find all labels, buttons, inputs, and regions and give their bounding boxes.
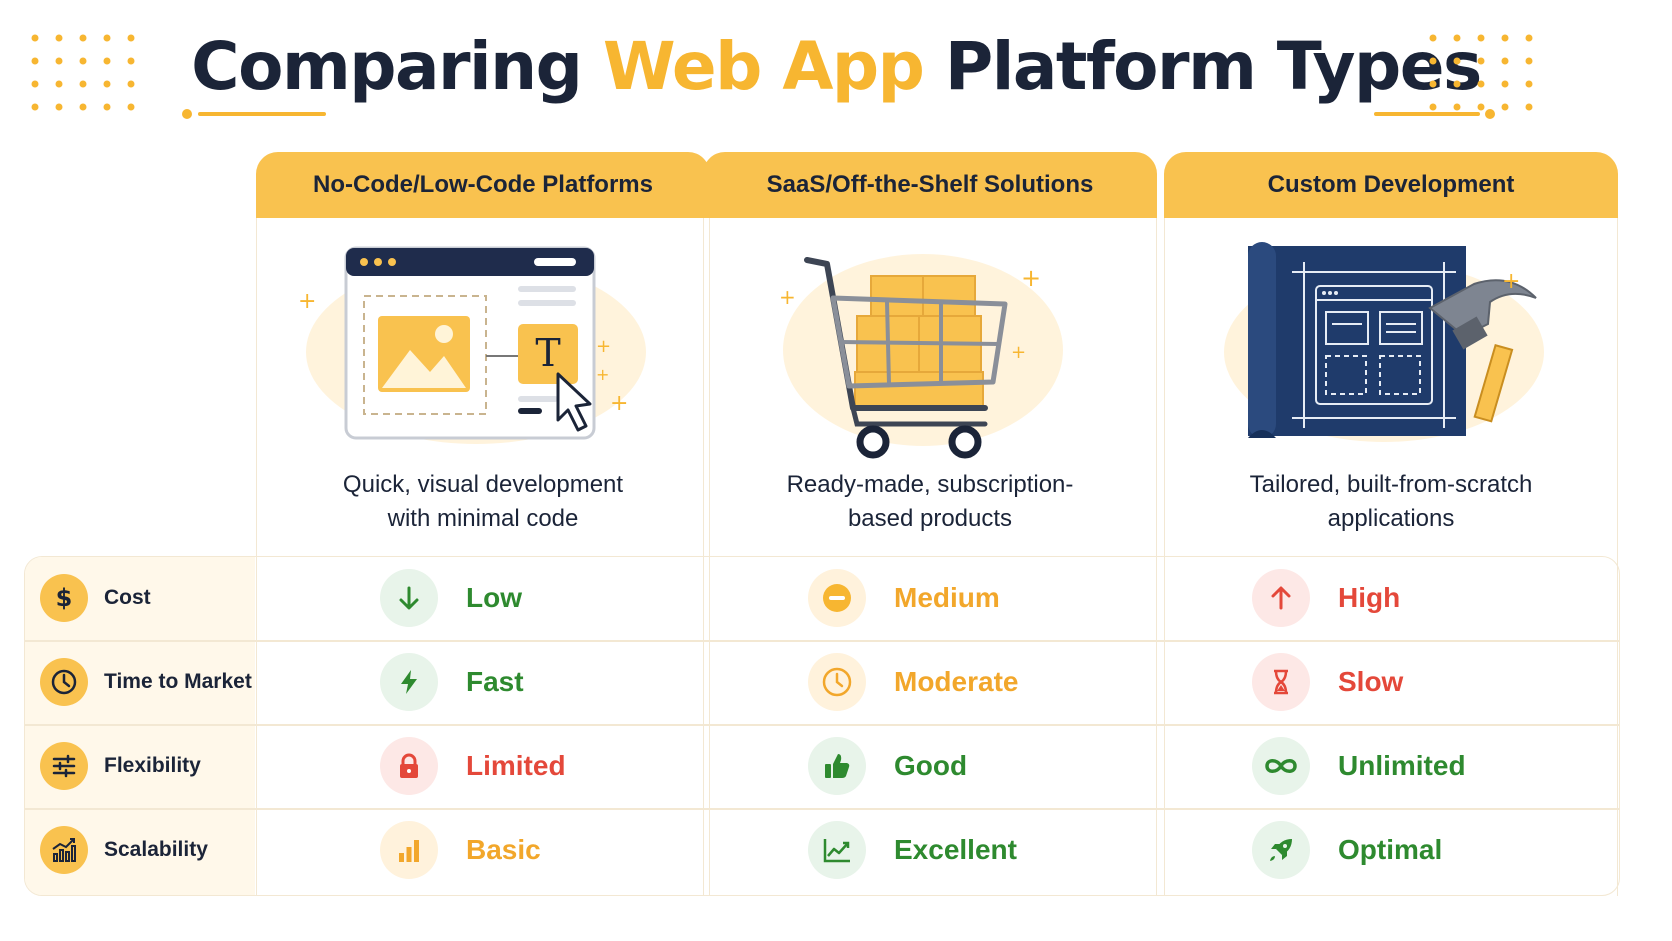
cell-flexibility-saas: Good bbox=[808, 724, 967, 808]
dot-grid-left-decoration bbox=[31, 34, 135, 111]
title-part-2: Platform Types bbox=[944, 28, 1482, 105]
svg-text:+: + bbox=[779, 285, 796, 309]
visual-builder-illustration: T + + + + bbox=[298, 246, 646, 444]
svg-text:+: + bbox=[610, 391, 628, 416]
lightning-icon bbox=[380, 653, 438, 711]
column-no-code: No-Code/Low-Code Platforms T + + + + Qui… bbox=[256, 152, 710, 896]
shopping-cart-illustration: + + + bbox=[779, 254, 1063, 459]
row-label-time-to-market: Time to Market bbox=[40, 640, 252, 724]
title-highlight: Web App bbox=[602, 28, 925, 105]
cell-time-no-code: Fast bbox=[380, 640, 524, 724]
clock-icon bbox=[40, 658, 88, 706]
cell-flexibility-custom: Unlimited bbox=[1252, 724, 1466, 808]
cell-cost-saas: Medium bbox=[808, 556, 1000, 640]
svg-text:+: + bbox=[1021, 264, 1041, 292]
bar-chart-icon bbox=[380, 821, 438, 879]
arrow-down-icon bbox=[380, 569, 438, 627]
title-underline-dot-left bbox=[182, 109, 192, 119]
row-divider bbox=[25, 724, 1619, 726]
growth-chart-icon bbox=[40, 826, 88, 874]
svg-text:+: + bbox=[298, 289, 316, 314]
row-label-scalability: Scalability bbox=[40, 808, 208, 892]
page-title: Comparing Web App Platform Types bbox=[0, 28, 1672, 105]
thumbs-up-icon bbox=[808, 737, 866, 795]
cell-cost-custom: High bbox=[1252, 556, 1400, 640]
clock-icon bbox=[808, 653, 866, 711]
infinity-icon bbox=[1252, 737, 1310, 795]
minus-circle-icon bbox=[808, 569, 866, 627]
column-header-custom: Custom Development bbox=[1164, 152, 1618, 218]
column-saas: SaaS/Off-the-Shelf Solutions + + + Ready… bbox=[703, 152, 1157, 896]
column-description-saas: Ready-made, subscription- based products bbox=[786, 471, 1074, 532]
cell-scalability-no-code: Basic bbox=[380, 808, 541, 892]
svg-text:+: + bbox=[1011, 342, 1026, 363]
row-label-flexibility: Flexibility bbox=[40, 724, 201, 808]
title-underline-dot-right bbox=[1485, 109, 1495, 119]
column-header-no-code: No-Code/Low-Code Platforms bbox=[256, 152, 710, 218]
cell-time-custom: Slow bbox=[1252, 640, 1403, 724]
line-chart-icon bbox=[808, 821, 866, 879]
cell-cost-no-code: Low bbox=[380, 556, 522, 640]
title-underline-left bbox=[198, 112, 326, 116]
lock-icon bbox=[380, 737, 438, 795]
svg-text:+: + bbox=[596, 336, 611, 357]
svg-text:+: + bbox=[1502, 269, 1520, 294]
dollar-icon: $ bbox=[40, 574, 88, 622]
cell-time-saas: Moderate bbox=[808, 640, 1018, 724]
hourglass-icon bbox=[1252, 653, 1310, 711]
arrow-up-icon bbox=[1252, 569, 1310, 627]
svg-text:T: T bbox=[535, 331, 560, 375]
cell-flexibility-no-code: Limited bbox=[380, 724, 566, 808]
row-label-cost: $ Cost bbox=[40, 556, 151, 640]
column-description-custom: Tailored, built-from-scratch application… bbox=[1249, 471, 1533, 532]
cell-scalability-saas: Excellent bbox=[808, 808, 1017, 892]
row-divider bbox=[25, 808, 1619, 810]
column-custom: Custom Development + Tailored, built-fr bbox=[1164, 152, 1618, 896]
blueprint-hammer-illustration: + bbox=[1224, 242, 1544, 442]
dot-grid-right-decoration bbox=[1429, 34, 1533, 111]
sliders-icon bbox=[40, 742, 88, 790]
rocket-icon bbox=[1252, 821, 1310, 879]
title-underline-right bbox=[1374, 112, 1480, 116]
row-divider bbox=[25, 640, 1619, 642]
svg-text:+: + bbox=[596, 365, 609, 384]
column-description-no-code: Quick, visual development with minimal c… bbox=[342, 471, 624, 532]
column-header-saas: SaaS/Off-the-Shelf Solutions bbox=[703, 152, 1157, 218]
svg-text:$: $ bbox=[56, 584, 73, 612]
title-part-1: Comparing bbox=[191, 28, 583, 105]
cell-scalability-custom: Optimal bbox=[1252, 808, 1442, 892]
